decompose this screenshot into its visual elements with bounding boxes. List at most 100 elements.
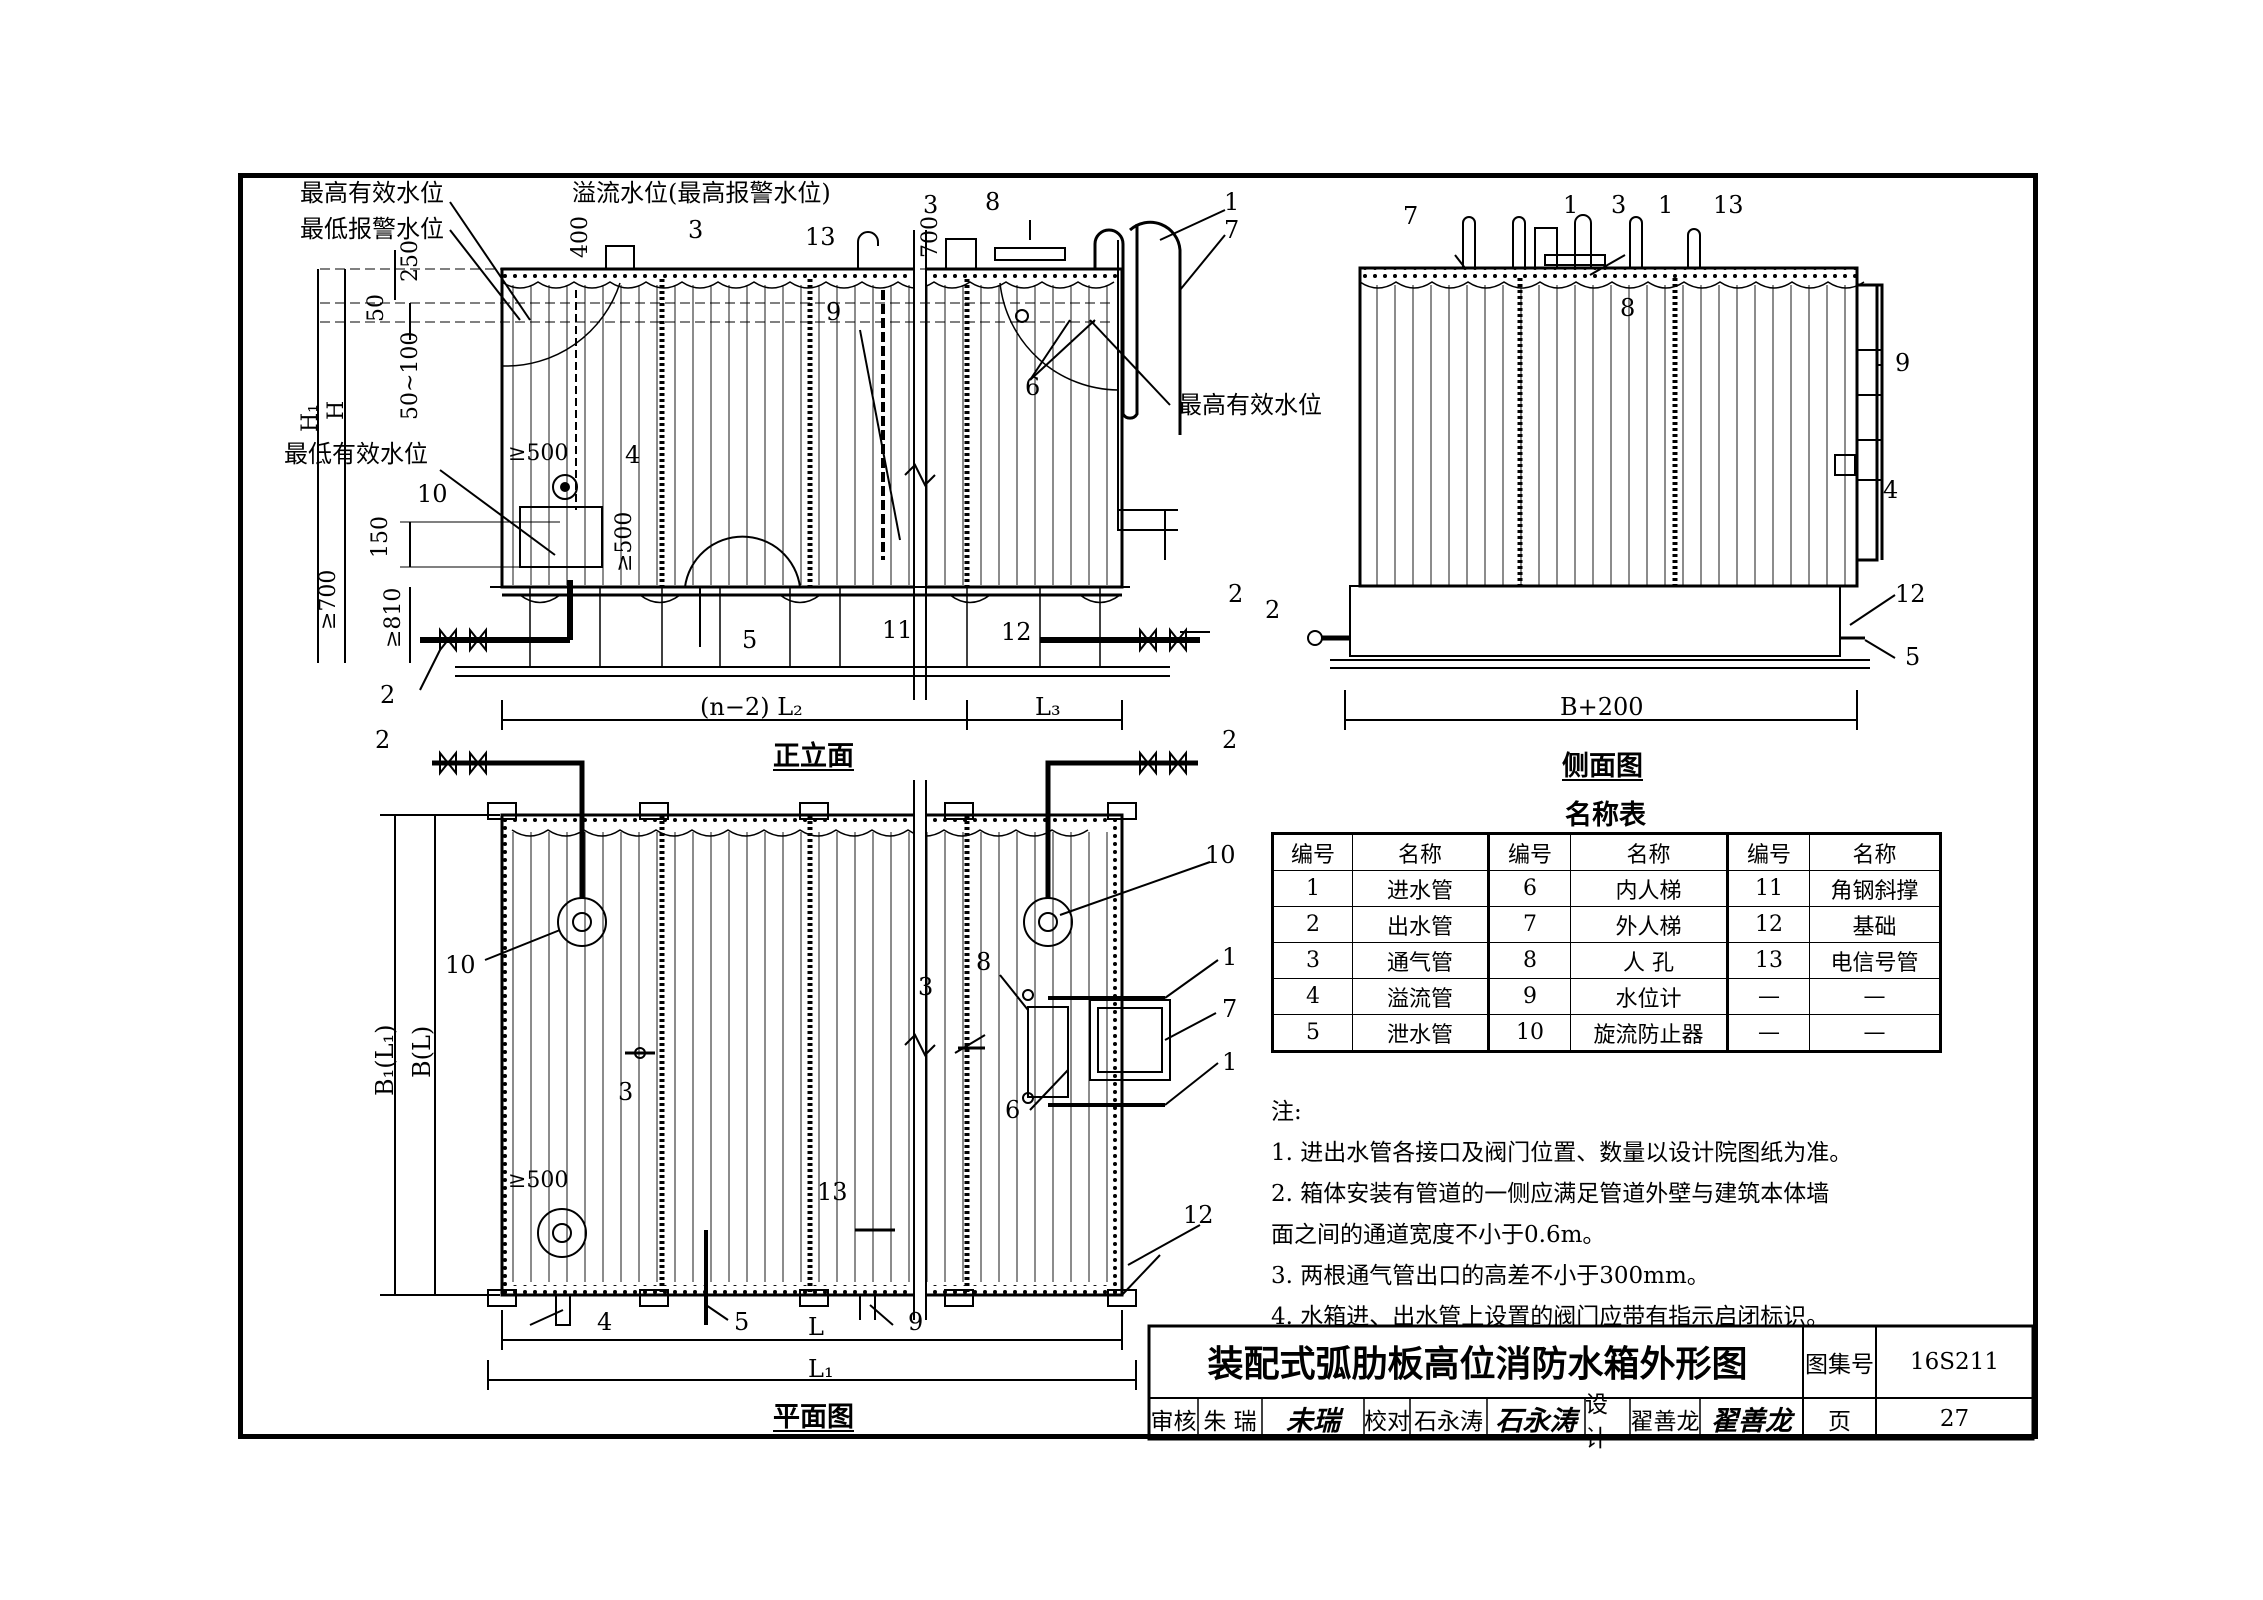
cell: 5 (1272, 1014, 1353, 1052)
cell: 人 孔 (1570, 942, 1729, 979)
dim-ge810: ≥810 (381, 587, 406, 648)
callout-side-7: 7 (1403, 202, 1419, 230)
dim-700-top: 700 (918, 216, 943, 258)
parts-table-title: 名称表 (1565, 800, 1646, 831)
dim-ge700: ≥700 (316, 569, 341, 630)
dim-50: 50 (364, 294, 389, 322)
callout-plan-5: 5 (734, 1308, 750, 1336)
checker-signature: 石永涛 (1495, 1406, 1577, 1437)
callout-plan-10-right: 10 (1205, 841, 1236, 869)
dim-150: 150 (368, 516, 393, 558)
note-item: 面之间的通道宽度不小于0.6m。 (1271, 1222, 1606, 1248)
callout-front-9: 9 (826, 298, 842, 326)
cell: 6 (1488, 870, 1571, 907)
note-item: 4. 水箱进、出水管上设置的阀门应带有指示启闭标识。 (1271, 1304, 1830, 1330)
dim-b-l: B(L) (408, 1025, 436, 1078)
callout-side-13: 13 (1713, 191, 1744, 219)
cell: 10 (1488, 1014, 1571, 1052)
cell: 外人梯 (1570, 906, 1729, 943)
callout-front-13: 13 (805, 223, 836, 251)
callout-plan-6: 6 (1005, 1096, 1021, 1124)
front-top-flange (502, 269, 1122, 279)
label-overflow-level: 溢流水位(最高报警水位) (572, 179, 831, 207)
cell: 泄水管 (1352, 1014, 1490, 1052)
cell: 溢流管 (1352, 978, 1490, 1015)
callout-front-11: 11 (882, 616, 913, 644)
plan-view (380, 750, 1219, 1390)
atlas-label: 图集号 (1805, 1352, 1874, 1378)
dim-ge500-b: ≥500 (612, 511, 637, 572)
dim-plan-ge500: ≥500 (508, 1168, 569, 1193)
callout-front-3b: 3 (923, 191, 939, 219)
review-label: 审核 (1150, 1408, 1197, 1435)
callout-front-2-left: 2 (380, 681, 396, 709)
header-name-1: 名称 (1352, 833, 1490, 871)
callout-plan-8: 8 (976, 948, 992, 976)
callout-front-10: 10 (417, 480, 448, 508)
callout-plan-10-left: 10 (445, 951, 476, 979)
checker-name: 石永涛 (1414, 1408, 1483, 1435)
parts-table-header: 编号 名称 编号 名称 编号 名称 (1272, 833, 1941, 871)
label-max-effective-level: 最高有效水位 (300, 179, 444, 207)
designer-signature: 翟善龙 (1711, 1406, 1792, 1437)
callout-plan-2-left: 2 (375, 726, 391, 754)
cell: 电信号管 (1809, 942, 1941, 979)
callout-plan-1a: 1 (1222, 943, 1238, 971)
view-title-side: 侧面图 (1562, 751, 1643, 782)
callout-plan-3a: 3 (918, 973, 934, 1001)
cell: 11 (1727, 870, 1810, 907)
dim-plan-l1: L₁ (808, 1355, 834, 1383)
callout-front-7: 7 (1224, 216, 1240, 244)
cell: 通气管 (1352, 942, 1490, 979)
callout-front-5: 5 (742, 626, 758, 654)
cell: 进水管 (1352, 870, 1490, 907)
cell: — (1727, 1014, 1810, 1052)
callout-side-1a: 1 (1563, 191, 1579, 219)
dim-b1-l1: B₁(L₁) (371, 1024, 399, 1096)
cell: 8 (1488, 942, 1571, 979)
page-number: 27 (1939, 1405, 1970, 1432)
cell: — (1809, 978, 1941, 1015)
drawing-title: 装配式弧肋板高位消防水箱外形图 (1207, 1343, 1748, 1385)
header-name-2: 名称 (1570, 833, 1729, 871)
dim-400: 400 (568, 216, 593, 258)
header-no-1: 编号 (1272, 833, 1353, 871)
view-title-front: 正立面 (773, 741, 854, 772)
callout-front-4: 4 (625, 441, 641, 469)
callout-front-1: 1 (1224, 188, 1240, 216)
cell: 旋流防止器 (1570, 1014, 1729, 1052)
label-min-effective-level: 最低有效水位 (284, 440, 428, 468)
cell: — (1727, 978, 1810, 1015)
note-item: 2. 箱体安装有管道的一侧应满足管道外壁与建筑本体墙 (1271, 1181, 1830, 1207)
callout-plan-13: 13 (817, 1178, 848, 1206)
page-label: 页 (1828, 1408, 1851, 1435)
cell: 水位计 (1570, 978, 1729, 1015)
callout-front-2-right: 2 (1228, 580, 1244, 608)
dim-ge500-a: ≥500 (508, 441, 569, 466)
drawing-border (238, 173, 2038, 1439)
note-item: 1. 进出水管各接口及阀门位置、数量以设计院图纸为准。 (1271, 1140, 1853, 1166)
callout-plan-1b: 1 (1222, 1048, 1238, 1076)
designer-name: 翟善龙 (1630, 1408, 1700, 1435)
callout-plan-7: 7 (1222, 995, 1238, 1023)
cell: 角钢斜撑 (1809, 870, 1941, 907)
reviewer-signature: 未瑞 (1286, 1406, 1340, 1437)
callout-side-12: 12 (1895, 580, 1926, 608)
header-no-3: 编号 (1727, 833, 1810, 871)
callout-front-8: 8 (985, 188, 1001, 216)
dim-n2-l2: (n−2) L₂ (700, 693, 803, 721)
callout-front-6: 6 (1025, 373, 1041, 401)
label-min-alarm-level: 最低报警水位 (300, 215, 444, 243)
cell: 1 (1272, 870, 1353, 907)
design-label: 设计 (1585, 1391, 1608, 1452)
dim-b-plus-200: B+200 (1560, 693, 1644, 721)
side-elevation (1307, 214, 1896, 730)
atlas-number: 16S211 (1910, 1349, 1999, 1375)
